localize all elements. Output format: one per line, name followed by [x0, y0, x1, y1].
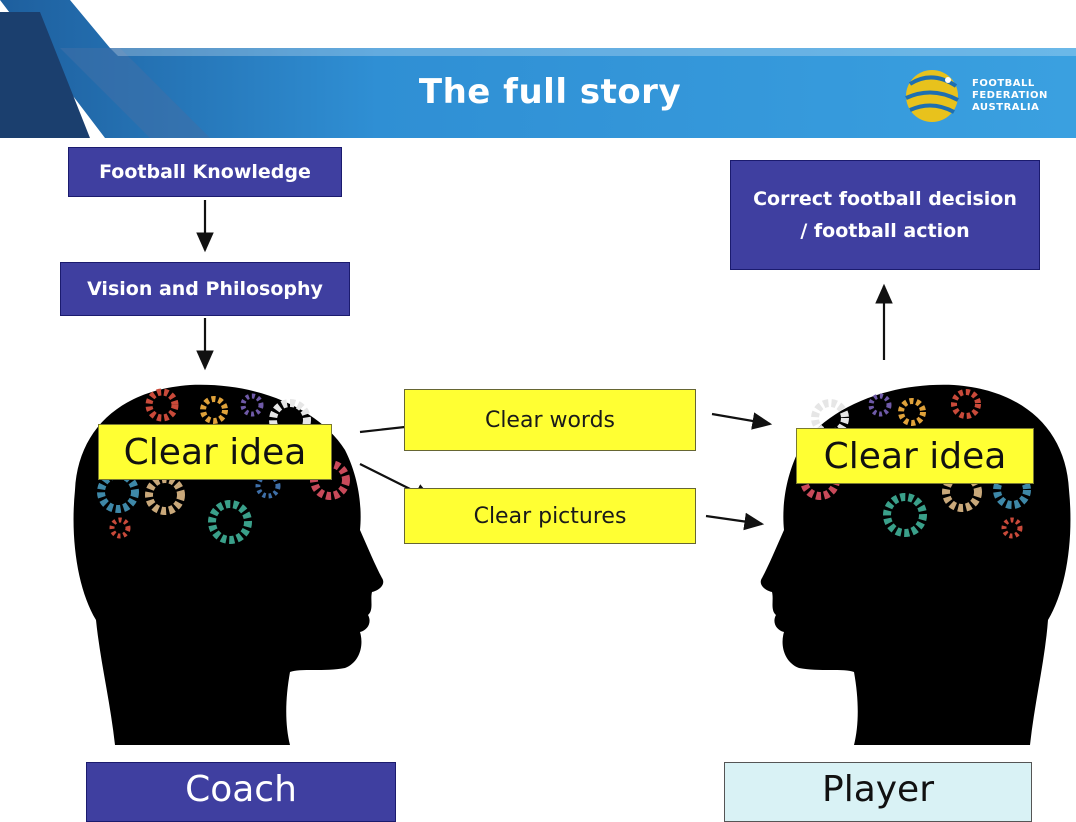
clear-words-label: Clear words [484, 407, 616, 433]
gear-icon [883, 493, 927, 537]
gear-icon [1001, 517, 1023, 539]
correct-decision-line-2: / football action [800, 220, 970, 242]
gear-icon [993, 471, 1031, 509]
ffa-logo-icon [905, 70, 959, 122]
coach-clear-idea-label: Clear idea [98, 424, 332, 480]
football-knowledge-box: Football Knowledge [68, 147, 342, 197]
gear-icon [255, 473, 281, 499]
player-label-box: Player [724, 762, 1032, 822]
clear-pictures-label: Clear pictures [473, 503, 627, 529]
gear-icon [208, 500, 252, 544]
coach-label: Coach [185, 769, 297, 810]
coach-clear-idea-text: Clear idea [123, 431, 307, 473]
player-label: Player [821, 769, 935, 810]
logo-line-2: FEDERATION [972, 90, 1048, 101]
logo-line-1: FOOTBALL [972, 78, 1035, 89]
gear-icon [811, 399, 849, 437]
title-banner [0, 0, 1076, 138]
ffa-logo-text: FOOTBALL FEDERATION AUSTRALIA [972, 78, 1048, 114]
arrow-pictures-to-player [705, 512, 765, 531]
coach-label-box: Coach [86, 762, 396, 822]
vision-philosophy-label: Vision and Philosophy [87, 278, 323, 300]
gear-icon [240, 393, 264, 417]
gear-icon [145, 388, 179, 422]
arrow-words-to-player [711, 412, 773, 430]
player-clear-idea-text: Clear idea [823, 435, 1007, 477]
correct-decision-box: Correct football decision / football act… [730, 160, 1040, 270]
player-clear-idea-label: Clear idea [796, 428, 1034, 484]
logo-line-3: AUSTRALIA [972, 102, 1040, 113]
clear-pictures-box: Clear pictures [404, 488, 696, 544]
gear-icon [898, 398, 926, 426]
gear-icon [868, 393, 892, 417]
slide-title: The full story [418, 72, 682, 112]
gear-icon [97, 471, 139, 513]
gear-icon [109, 517, 131, 539]
correct-decision-line-1: Correct football decision [753, 188, 1017, 210]
gear-icon [951, 389, 981, 419]
clear-words-box: Clear words [404, 389, 696, 451]
gear-icon [200, 396, 228, 424]
vision-philosophy-box: Vision and Philosophy [60, 262, 350, 316]
football-knowledge-label: Football Knowledge [99, 161, 311, 183]
